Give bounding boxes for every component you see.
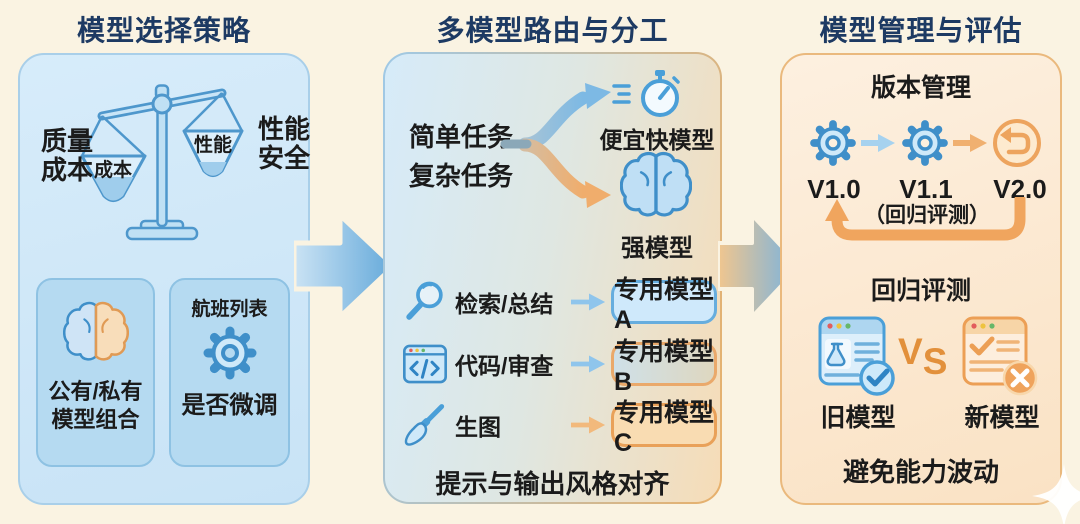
version-v1-label: V1.0 (807, 174, 861, 204)
gear-icon (902, 120, 948, 166)
special-model-a-pill: 专用模型A (611, 276, 717, 334)
regression-note: （回归评测） (864, 204, 990, 227)
version-management-heading: 版本管理 (870, 74, 971, 102)
right-arrow-icon (571, 293, 606, 311)
finetune-label: 是否微调 (181, 392, 278, 419)
new-model-label: 新模型 (964, 404, 1040, 432)
balance-scale-icon: 成本 性能 (80, 84, 244, 241)
right-arrow-icon (953, 134, 987, 152)
code-row: 代码/审查 专用模型B (403, 338, 717, 396)
sparkle-watermark-icon (1032, 464, 1080, 524)
rollback-loop-arrow-icon (825, 197, 1026, 241)
flow-arrow-left-to-middle-icon (294, 212, 397, 320)
cheap-fast-model-label: 便宜快模型 (599, 127, 715, 153)
style-alignment-footer: 提示与输出风格对齐 (435, 469, 670, 499)
left-pan-label: 成本 (94, 158, 132, 181)
quality-cost-label: 质量 成本 (40, 126, 93, 185)
left-section-title: 模型选择策略 (76, 15, 251, 46)
right-arrow-icon (571, 416, 606, 434)
retrieval-row: 检索/总结 专用模型A (403, 276, 717, 334)
split-brain-icon (62, 301, 129, 361)
simple-task-label: 简单任务 (409, 122, 514, 152)
capability-stability-footer: 避免能力波动 (842, 457, 999, 487)
complex-task-label: 复杂任务 (409, 161, 514, 191)
routing-fork-icon (500, 83, 611, 208)
right-section-title: 模型管理与评估 (819, 15, 1023, 46)
gear-icon (203, 326, 256, 380)
right-arrow-icon (571, 355, 606, 373)
version-pipeline (808, 118, 1042, 168)
regression-eval-heading: 回归评测 (870, 277, 971, 305)
strong-model-label: 强模型 (621, 235, 693, 262)
performance-safety-label: 性能 安全 (257, 114, 310, 173)
model-mix-label: 公有/私有 模型组合 (48, 379, 143, 432)
special-model-c-pill: 专用模型C (611, 399, 717, 457)
old-model-label: 旧模型 (820, 404, 896, 432)
old-model-report-icon (818, 316, 895, 396)
image-gen-row: 生图 专用模型C (403, 399, 717, 457)
paintbrush-icon (404, 404, 445, 446)
model-selection-panel: 成本 性能 质量 成本 性能 安全 公有/私有 (18, 53, 310, 505)
rollback-icon (993, 119, 1041, 167)
version-v1-1-label: V1.1 (899, 174, 953, 204)
flight-list-label: 航班列表 (191, 299, 268, 320)
special-model-b-pill: 专用模型B (611, 338, 717, 396)
task-inputs: 简单任务 复杂任务 (409, 118, 513, 196)
speed-stopwatch-icon (612, 70, 680, 117)
model-management-panel: 版本管理 (780, 53, 1062, 505)
gear-icon (810, 120, 856, 166)
right-arrow-icon (861, 134, 895, 152)
right-pan-label: 性能 (194, 133, 232, 156)
middle-section-title: 多模型路由与分工 (436, 15, 669, 46)
vs-label: VSVS (898, 331, 948, 382)
retrieval-task-label: 检索/总结 (455, 291, 554, 317)
routing-panel: 简单任务 复杂任务 便宜快模型 (383, 52, 722, 504)
finetune-card: 航班列表 是否微调 (169, 278, 290, 467)
code-task-label: 代码/审查 (455, 353, 554, 379)
strong-brain-icon (620, 151, 692, 217)
new-model-report-icon (962, 316, 1038, 396)
model-mix-card: 公有/私有 模型组合 (36, 278, 155, 467)
flow-arrow-middle-to-right-icon (718, 213, 802, 319)
magnifier-icon (406, 281, 443, 320)
image-task-label: 生图 (455, 414, 501, 440)
code-window-icon (403, 344, 447, 384)
